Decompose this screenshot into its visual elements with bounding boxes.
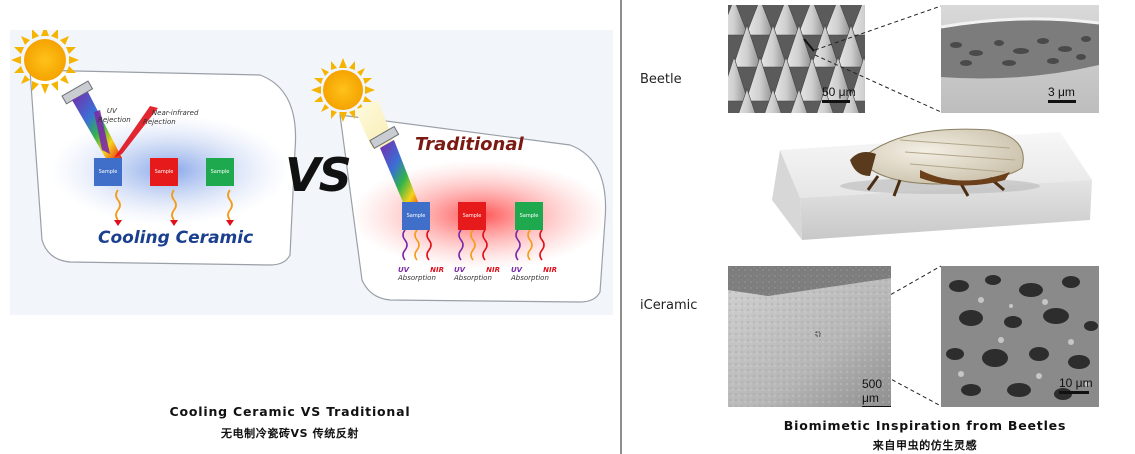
filter-icon-2 bbox=[369, 125, 400, 150]
sample-text: Sample bbox=[98, 169, 118, 175]
nir-text: NIR bbox=[543, 266, 557, 274]
beetle-cross-section-micrograph: 3 μm bbox=[941, 5, 1099, 113]
wave-arrowheads bbox=[114, 220, 234, 226]
traditional-title: Traditional bbox=[415, 134, 524, 155]
nir-text: NIR bbox=[486, 266, 500, 274]
left-caption-zh: 无电制冷瓷砖VS 传统反射 bbox=[220, 427, 360, 440]
pores-image bbox=[941, 266, 1099, 407]
iceramic-cross-section-micrograph: 500 μm bbox=[728, 266, 891, 407]
beetle-tile-image bbox=[772, 128, 1092, 240]
right-caption-en: Biomimetic Inspiration from Beetles bbox=[783, 418, 1067, 433]
beetle-label: Beetle bbox=[640, 72, 682, 87]
nir-reflect-beam bbox=[114, 106, 158, 158]
comparison-figure: UV Rejection Near-infrared Rejection Sam… bbox=[10, 30, 613, 315]
sample-text: Sample bbox=[210, 169, 230, 175]
green-sample-2: Sample bbox=[515, 202, 543, 230]
uv-text: UV bbox=[454, 266, 466, 274]
iceramic-image bbox=[728, 266, 891, 407]
sample-text: Sample bbox=[406, 213, 426, 219]
red-sample: Sample bbox=[150, 158, 178, 186]
sample-text: Sample bbox=[154, 169, 174, 175]
uv-text: UV bbox=[511, 266, 523, 274]
nir-rejection-text: Near-infrared Rejection bbox=[143, 109, 199, 126]
scalebar-10um: 10 μm bbox=[1059, 376, 1093, 394]
scalebar-10um-text: 10 μm bbox=[1059, 376, 1093, 390]
light-beam-2 bbox=[380, 140, 422, 214]
scalebar-3um: 3 μm bbox=[1048, 85, 1076, 103]
left-caption-en: Cooling Ceramic VS Traditional bbox=[169, 404, 411, 419]
blue-sample-2: Sample bbox=[402, 202, 430, 230]
absorption-text: Absorption bbox=[511, 274, 549, 282]
beetle-on-ceramic-photo bbox=[760, 120, 1100, 245]
uv-text: UV bbox=[398, 266, 410, 274]
scalebar-3um-text: 3 μm bbox=[1048, 85, 1075, 99]
light-beam bbox=[72, 92, 122, 162]
uv-rejection-label: UV Rejection bbox=[98, 98, 131, 134]
scalebar-500um: 500 μm bbox=[862, 377, 891, 407]
vs-label: VS bbox=[285, 148, 352, 202]
red-sample-2: Sample bbox=[458, 202, 486, 230]
absorption-label-1: UV NIR Absorption bbox=[398, 266, 444, 282]
cooling-ceramic-title: Cooling Ceramic bbox=[98, 228, 254, 248]
uv-reflect-beam bbox=[94, 110, 110, 154]
absorption-text: Absorption bbox=[454, 274, 492, 282]
scalebar-50um-text: 50 μm bbox=[822, 85, 856, 99]
iceramic-label: iCeramic bbox=[640, 298, 698, 313]
nir-rejection-label: Near-infrared Rejection bbox=[143, 100, 198, 136]
sample-text: Sample bbox=[519, 213, 539, 219]
iceramic-pores-micrograph: 10 μm bbox=[941, 266, 1099, 407]
absorption-text: Absorption bbox=[398, 274, 436, 282]
cross-section-image bbox=[941, 5, 1099, 113]
green-sample: Sample bbox=[206, 158, 234, 186]
scalebar-50um: 50 μm bbox=[822, 85, 856, 103]
divider bbox=[620, 0, 622, 454]
scalebar-500um-text: 500 μm bbox=[862, 377, 883, 405]
beetle-icon bbox=[850, 128, 1024, 197]
blue-sample: Sample bbox=[94, 158, 122, 186]
nir-text: NIR bbox=[430, 266, 444, 274]
absorption-label-3: UV NIR Absorption bbox=[511, 266, 557, 282]
sample-text: Sample bbox=[462, 213, 482, 219]
emission-waves bbox=[115, 189, 233, 221]
absorption-waves bbox=[402, 229, 545, 261]
sun-icon-2 bbox=[311, 58, 375, 122]
right-caption-zh: 来自甲虫的仿生灵感 bbox=[872, 439, 978, 452]
uv-rejection-text: UV Rejection bbox=[98, 107, 131, 124]
absorption-label-2: UV NIR Absorption bbox=[454, 266, 500, 282]
sun-icon bbox=[11, 30, 79, 94]
